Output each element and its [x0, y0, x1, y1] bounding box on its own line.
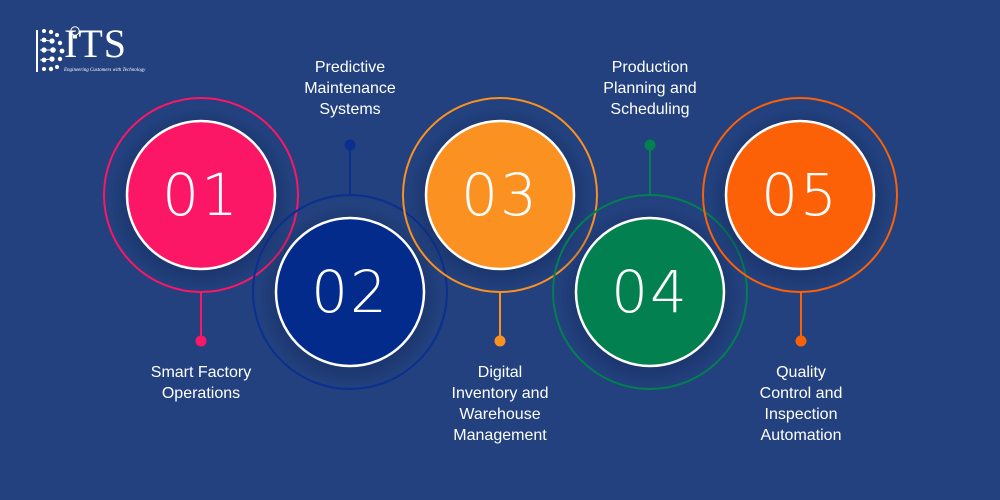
step-5-circle [724, 119, 876, 271]
step-4-dot [644, 139, 656, 151]
step-1-dot [195, 335, 207, 347]
step-4-node [552, 139, 748, 390]
logo-dots-icon [36, 29, 65, 72]
step-2-number: 02 [311, 258, 389, 326]
step-5-number: 05 [761, 161, 839, 229]
step-2-label: Predictive Maintenance Systems [304, 59, 396, 118]
step-2-node [252, 139, 448, 390]
logo-tagline: Engineering Customers with Technology [64, 68, 146, 73]
step-3-dot [494, 335, 506, 347]
step-2-dot [344, 139, 356, 151]
step-1-circle [125, 119, 277, 271]
step-4-number: 04 [611, 258, 689, 326]
company-logo: ITS Engineering Customers with Technolog… [34, 21, 154, 80]
step-3-number: 03 [461, 161, 539, 229]
step-4-label: Production Planning and Scheduling [603, 59, 697, 118]
logo-text: ITS [64, 21, 127, 66]
step-5-node [702, 97, 898, 347]
step-2-circle [274, 216, 426, 368]
step-1-number: 01 [162, 161, 240, 229]
step-3-node [402, 97, 598, 347]
step-4-circle [574, 216, 726, 368]
step-1-label: Smart Factory Operations [150, 364, 252, 402]
step-5-dot [795, 335, 807, 347]
step-3-circle [424, 119, 576, 271]
lightbulb-icon [70, 26, 80, 39]
step-1-node [103, 97, 299, 347]
step-5-label: Quality Control and Inspection Automatio… [759, 364, 843, 444]
step-3-label: Digital Inventory and Warehouse Manageme… [451, 364, 549, 444]
